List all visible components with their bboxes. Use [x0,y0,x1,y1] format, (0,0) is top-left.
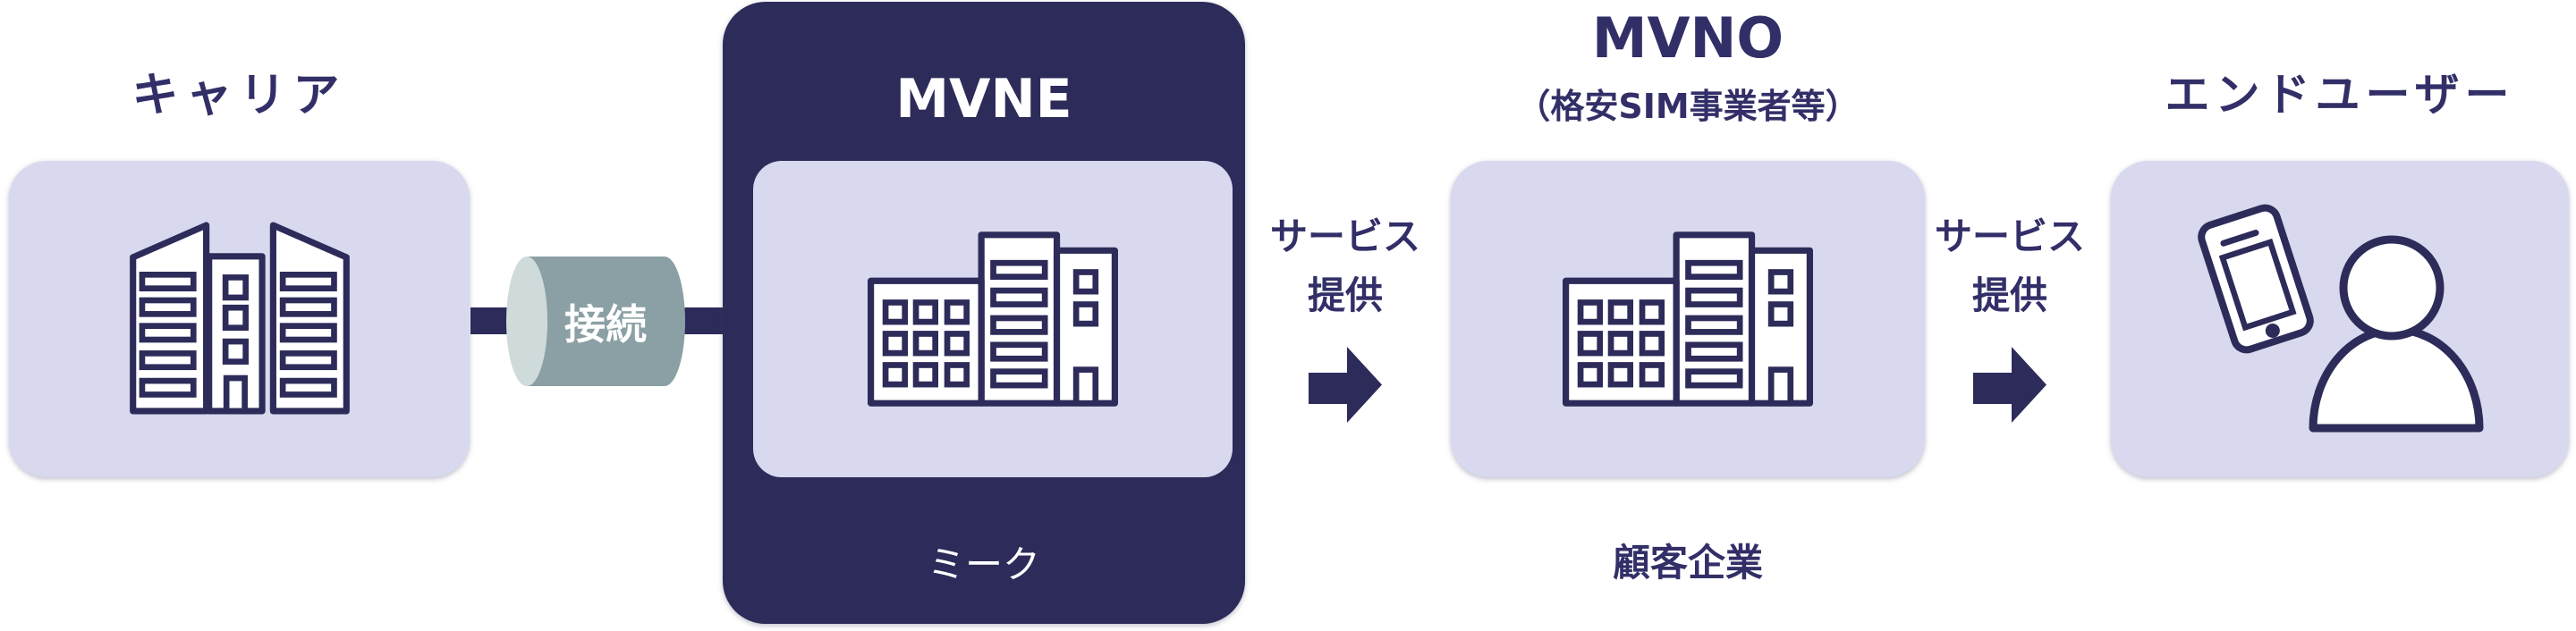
person-body-shape [2309,325,2484,433]
enduser-box [2111,161,2569,477]
service-flow-arrow-1 [1309,347,1382,423]
service-label-line1: サービス [1934,215,2085,258]
office-building-icon [1563,231,1813,407]
mvne-title: MVNE [895,68,1072,130]
service-flow-arrow-2 [1973,347,2046,423]
right-arrow-icon [1973,347,2046,423]
mvne-inner-box [753,161,1233,477]
twin-office-building-icon [129,221,350,414]
connection-cylinder: 接続 [506,257,685,386]
service-label-line1: サービス [1269,215,1420,258]
smartphone-shape [2198,204,2314,354]
carrier-box [9,161,470,477]
person-head-shape [2339,235,2445,341]
service-label-line2: 提供 [1307,273,1383,317]
office-building-icon [867,231,1118,407]
smartphone-and-person-icon [2198,204,2484,433]
service-flow-label-2: サービス 提供 [1902,207,2117,325]
service-label-line2: 提供 [1971,273,2047,317]
mvno-label-below: 顧客企業 [1612,541,1763,585]
mvno-box [1451,161,1925,477]
enduser-title: エンドユーザー [2165,69,2515,121]
carrier-title: キャリア [131,69,347,122]
service-flow-label-1: サービス 提供 [1238,207,1453,325]
mvno-subtitle: （格安SIM事業者等） [1516,87,1860,126]
right-arrow-icon [1309,347,1382,423]
mvne-sublabel: ミーク [927,543,1040,586]
connection-label: 接続 [564,299,647,349]
mvno-title: MVNO [1591,5,1784,71]
pipe-cylinder-icon [506,257,685,386]
